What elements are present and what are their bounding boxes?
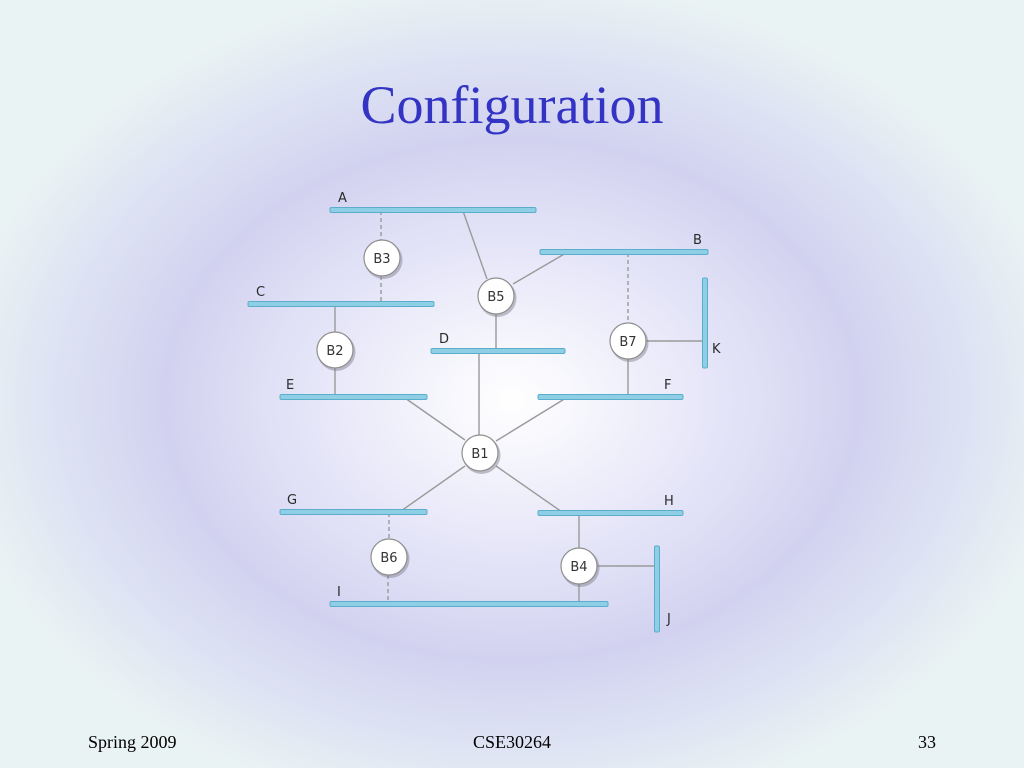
- bridge-link: [495, 397, 567, 442]
- lan-i: I: [329, 585, 609, 607]
- bridge-b1: B1: [461, 434, 501, 474]
- bridge-b2: B2: [316, 331, 356, 371]
- lan-label: A: [338, 191, 347, 206]
- bridge-link: [512, 252, 567, 285]
- lan-label: D: [439, 332, 449, 347]
- footer-page-number: 33: [918, 732, 936, 752]
- bridge-b6: B6: [370, 538, 410, 578]
- lan-label: H: [664, 494, 674, 509]
- lan-bar: [539, 249, 709, 255]
- lan-label: F: [664, 378, 671, 393]
- lan-e: E: [279, 378, 428, 400]
- lan-a: A: [329, 191, 537, 213]
- lan-j: J: [654, 545, 671, 633]
- bridge-node: [609, 322, 647, 360]
- bridge-node: [461, 434, 499, 472]
- lan-bar: [702, 277, 708, 369]
- lan-bar: [329, 601, 609, 607]
- lan-bar: [279, 394, 428, 400]
- bridge-label: B6: [380, 551, 397, 566]
- lan-bar: [537, 510, 684, 516]
- lan-b: B: [539, 233, 709, 255]
- lan-label: G: [287, 493, 297, 508]
- lan-label: B: [693, 233, 702, 248]
- footer-date: Spring 2009: [88, 732, 177, 752]
- lan-label: C: [256, 285, 265, 300]
- bridge-b7: B7: [609, 322, 649, 362]
- lan-c: C: [247, 285, 435, 307]
- lan-bar: [537, 394, 684, 400]
- bridge-link: [400, 465, 466, 512]
- bridge-node: [316, 331, 354, 369]
- footer-course: CSE30264: [472, 732, 551, 752]
- bridge-b5: B5: [477, 277, 517, 317]
- bridge-label: B5: [487, 290, 504, 305]
- lan-f: F: [537, 378, 684, 400]
- bridge-node: [477, 277, 515, 315]
- lan-bar: [430, 348, 566, 354]
- lan-h: H: [537, 494, 684, 516]
- lan-label: I: [337, 585, 341, 600]
- bridge-label: B2: [326, 344, 343, 359]
- bridge-label: B3: [373, 252, 390, 267]
- lan-d: D: [430, 332, 566, 354]
- lan-segments: A B C D E F G H I J K: [247, 191, 721, 633]
- lan-label: E: [286, 378, 294, 393]
- lan-label: J: [666, 612, 671, 627]
- lan-bar: [329, 207, 537, 213]
- bridge-label: B1: [471, 447, 488, 462]
- bridge-node: [363, 239, 401, 277]
- bridge-node: [560, 547, 598, 585]
- bridge-node: [370, 538, 408, 576]
- lan-bar: [279, 509, 428, 515]
- bridge-label: B4: [570, 560, 587, 575]
- slide-title: Configuration: [360, 75, 664, 135]
- lan-g: G: [279, 493, 428, 515]
- lan-k: K: [702, 277, 721, 369]
- lan-bar: [654, 545, 660, 633]
- bridge-link: [495, 465, 563, 513]
- lan-bar: [247, 301, 435, 307]
- bridge-b3: B3: [363, 239, 403, 279]
- bridge-link: [462, 210, 488, 280]
- bridge-b4: B4: [560, 547, 600, 587]
- bridge-link: [404, 397, 466, 441]
- bridge-label: B7: [619, 335, 636, 350]
- links: [334, 210, 704, 603]
- lan-label: K: [712, 342, 721, 357]
